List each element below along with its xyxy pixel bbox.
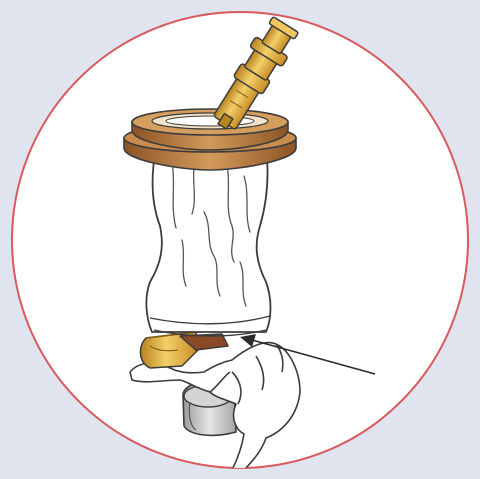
top-flange-ring — [124, 109, 296, 170]
rubber-sleeve-boot — [146, 148, 270, 336]
